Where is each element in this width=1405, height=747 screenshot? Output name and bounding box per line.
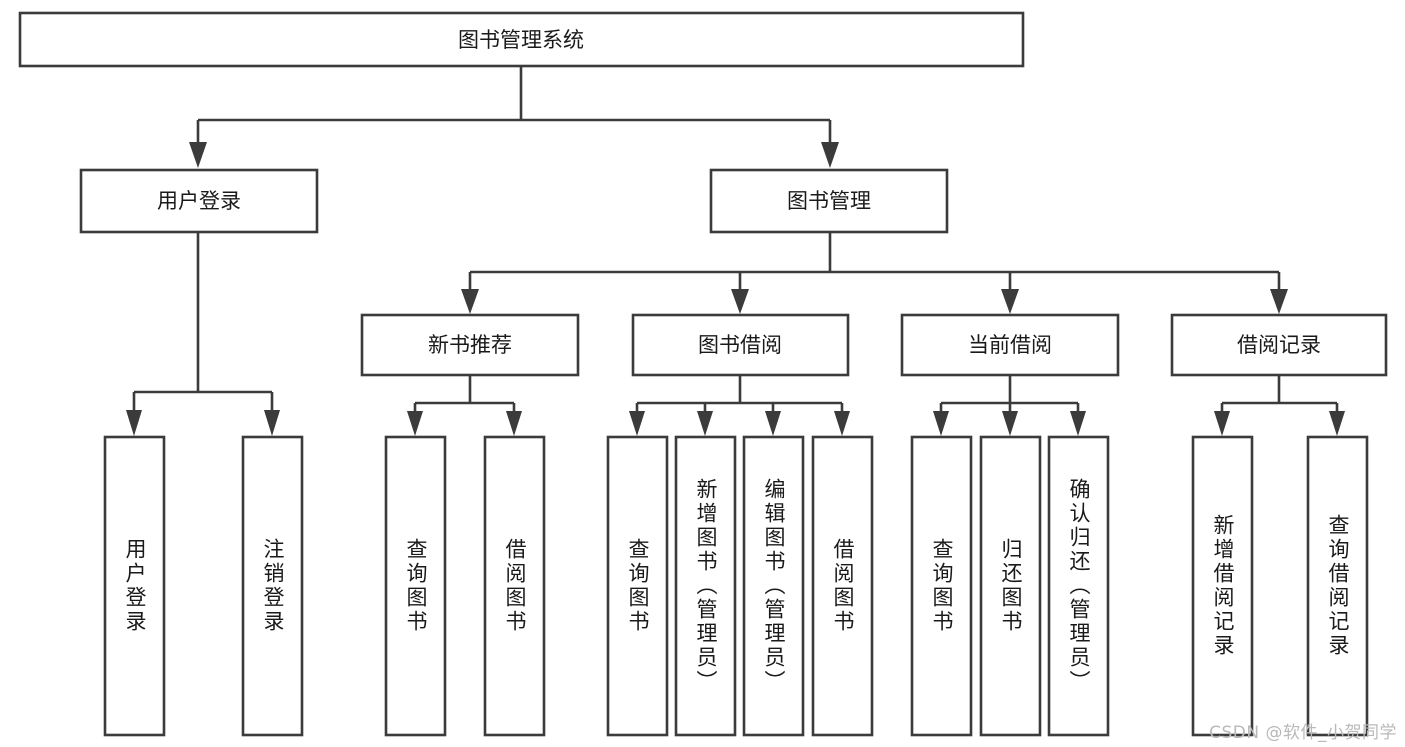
node-leaf-book-borrow-4[interactable] — [811, 435, 874, 737]
node-current-borrow[interactable] — [900, 313, 1120, 377]
arrow-head-bookmgmt — [821, 142, 839, 168]
arrow-head-login-leaf-2 — [264, 410, 280, 436]
arrow-head-bookborrow-leaf-1 — [629, 411, 645, 436]
csdn-watermark: CSDN @软件_小贺同学 — [1209, 723, 1397, 743]
node-leaf-borrow-record-2[interactable] — [1306, 435, 1369, 737]
node-root[interactable] — [18, 11, 1025, 68]
arrow-head-currentborrow — [1001, 289, 1019, 314]
node-leaf-current-borrow-1[interactable] — [910, 435, 973, 737]
arrow-head-currentborrow-leaf-2 — [1002, 411, 1018, 436]
arrow-head-borrowrecord-leaf-1 — [1214, 411, 1230, 436]
arrow-head-newbook — [461, 289, 479, 314]
node-book-management[interactable] — [709, 168, 949, 234]
node-user-login[interactable] — [79, 168, 319, 234]
node-root-label: 图书管理系统 — [458, 28, 584, 52]
node-leaf-current-borrow-3[interactable] — [1047, 435, 1110, 737]
node-leaf-new-book-2[interactable] — [483, 435, 546, 737]
node-user-login-label: 用户登录 — [157, 189, 241, 213]
arrow-head-currentborrow-leaf-1 — [933, 411, 949, 436]
node-leaf-borrow-record-1[interactable] — [1191, 435, 1254, 737]
node-borrow-record[interactable] — [1170, 313, 1388, 377]
arrow-head-bookborrow-leaf-4 — [834, 411, 850, 436]
arrow-head-newbook-leaf-2 — [506, 411, 522, 436]
node-book-borrow-label: 图书借阅 — [698, 333, 782, 357]
arrow-head-login — [189, 142, 207, 168]
node-book-management-label: 图书管理 — [787, 189, 871, 213]
node-leaf-current-borrow-2[interactable] — [979, 435, 1042, 737]
connector-layer — [126, 66, 1345, 436]
node-leaf-book-borrow-2[interactable] — [674, 435, 737, 737]
arrow-head-newbook-leaf-1 — [407, 411, 423, 436]
node-new-book-recommend-label: 新书推荐 — [428, 333, 512, 357]
node-current-borrow-label: 当前借阅 — [968, 333, 1052, 357]
node-book-borrow[interactable] — [631, 313, 850, 377]
arrow-head-borrowrecord-leaf-2 — [1329, 411, 1345, 436]
node-leaf-new-book-1[interactable] — [384, 435, 447, 737]
node-leaf-book-borrow-3[interactable] — [742, 435, 805, 737]
arrow-head-bookborrow — [731, 289, 749, 314]
arrow-head-login-leaf-1 — [126, 410, 142, 436]
arrow-head-currentborrow-leaf-3 — [1070, 411, 1086, 436]
label-layer: 图书管理系统 用户登录 图书管理 新书推荐 图书借阅 当前借阅 借阅记录 — [157, 28, 1321, 357]
arrow-head-bookborrow-leaf-3 — [765, 411, 781, 436]
node-new-book-recommend[interactable] — [360, 313, 580, 377]
node-layer — [18, 11, 1388, 737]
node-borrow-record-label: 借阅记录 — [1237, 333, 1321, 357]
arrow-head-bookborrow-leaf-2 — [697, 411, 713, 436]
arrow-head-borrowrecord — [1270, 289, 1288, 314]
node-leaf-user-login-1[interactable] — [103, 435, 166, 737]
node-leaf-user-login-2[interactable] — [241, 435, 304, 737]
node-leaf-book-borrow-1[interactable] — [606, 435, 669, 737]
